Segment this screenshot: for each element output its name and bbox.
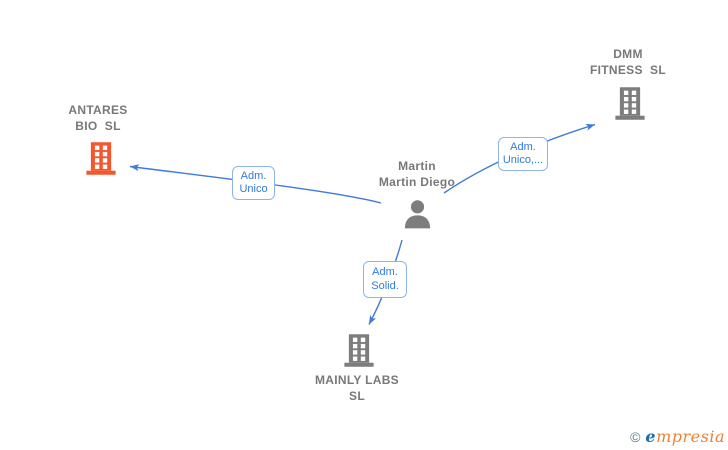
person-icon-martin[interactable] xyxy=(401,198,434,231)
node-label-line: Martin Diego xyxy=(378,175,456,189)
edge-label-adm-unico: Adm. Unico xyxy=(232,166,275,200)
node-label-line: Martin xyxy=(398,159,436,173)
node-label-dmm-fitness-sl[interactable]: DMM FITNESS SL xyxy=(568,46,688,78)
node-label-line: ANTARES xyxy=(68,103,128,117)
building-icon-dmm[interactable] xyxy=(612,85,648,121)
node-label-line: SL xyxy=(349,389,365,403)
edge-label-line: Adm. xyxy=(510,140,536,153)
logo-first-letter: e xyxy=(645,427,657,446)
edge-label-line: Unico xyxy=(239,183,268,195)
node-label-line: BIO SL xyxy=(75,119,121,133)
edge-label-adm-solid: Adm. Solid. xyxy=(363,261,407,298)
node-label-mainly-labs-sl[interactable]: MAINLY LABS SL xyxy=(297,372,417,404)
node-label-line: MAINLY LABS xyxy=(315,373,399,387)
edge-label-line: Adm. xyxy=(372,266,398,278)
node-label-antares-bio-sl[interactable]: ANTARES BIO SL xyxy=(38,102,158,134)
node-label-line: FITNESS SL xyxy=(590,63,666,77)
empresia-logo[interactable]: empresia xyxy=(645,427,725,446)
edge-label-line: Solid. xyxy=(371,279,399,292)
building-icon-mainly[interactable] xyxy=(341,332,377,368)
edge-label-line: Adm. xyxy=(240,169,267,182)
node-label-line: DMM xyxy=(613,47,643,61)
watermark[interactable]: © empresia xyxy=(630,427,725,446)
building-icon-antares[interactable] xyxy=(83,140,119,176)
copyright-symbol: © xyxy=(630,429,641,445)
edge-label-line: Unico,... xyxy=(502,154,544,166)
logo-rest: mpresia xyxy=(656,427,725,446)
node-label-martin-martin-diego[interactable]: Martin Martin Diego xyxy=(357,158,477,190)
edge-label-adm-unico-etc: Adm. Unico,... xyxy=(498,137,548,171)
